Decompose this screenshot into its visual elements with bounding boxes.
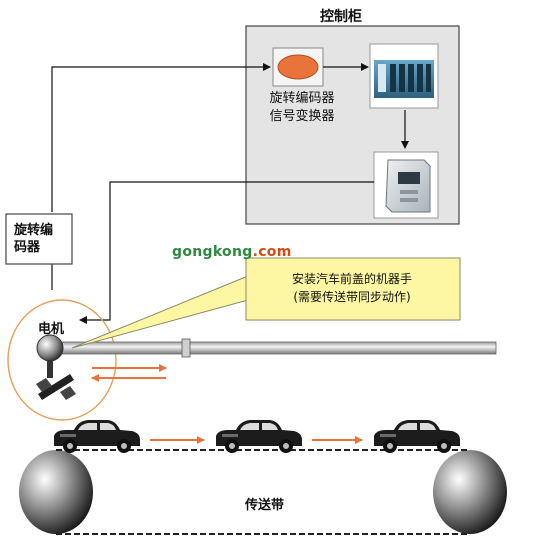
robot-callout-line1: 安装汽车前盖的机器手 <box>291 272 412 286</box>
robot-callout-text: 安装汽车前盖的机器手 (需要传送带同步动作) <box>252 270 452 306</box>
watermark-domain: .com <box>252 244 292 260</box>
watermark: gongkong.com <box>172 244 292 260</box>
converter-label: 旋转编码器 信号变换器 <box>262 90 342 126</box>
conveyor-label: 传送带 <box>245 498 285 513</box>
encoder-box <box>5 213 73 265</box>
encoder-signal-converter <box>272 47 324 87</box>
shaft-coupling <box>181 338 191 358</box>
robot-hand-icon <box>36 360 76 400</box>
encoder-label-line2: 码器 <box>14 240 41 255</box>
plc-module <box>369 43 439 109</box>
inverter-to-motor-line <box>79 181 374 324</box>
motor-area-outline <box>7 299 117 421</box>
motor-icon <box>36 334 64 362</box>
robot-callout-box <box>245 257 461 321</box>
inverter-drive <box>373 151 439 219</box>
robot-callout-line2: (需要传送带同步动作) <box>293 290 411 304</box>
encoder-label-line1: 旋转编 <box>14 223 54 238</box>
converter-label-line1: 旋转编码器 <box>269 91 335 106</box>
control-cabinet-title: 控制柜 <box>320 9 362 25</box>
watermark-name: gongkong <box>172 244 253 260</box>
encoder-label: 旋转编 码器 <box>14 222 74 256</box>
drive-shaft <box>61 341 497 355</box>
motor-label: 电机 <box>38 322 65 337</box>
encoder-to-converter-line <box>51 63 271 212</box>
car-icon <box>54 420 140 453</box>
car-icon <box>216 420 302 453</box>
callout-pointer <box>71 275 249 349</box>
conveyor-roller-right <box>433 450 507 534</box>
car-icon <box>374 420 460 453</box>
conveyor-roller-left <box>19 450 93 534</box>
converter-label-line2: 信号变换器 <box>269 109 335 124</box>
